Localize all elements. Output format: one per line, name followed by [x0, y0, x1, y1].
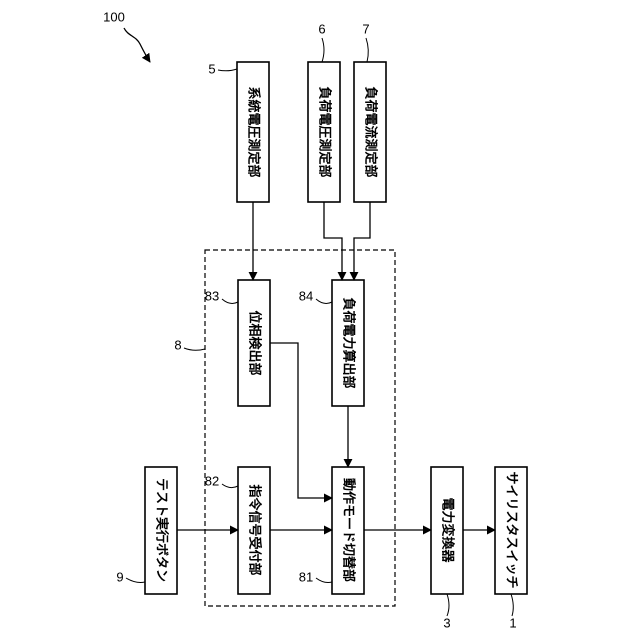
phase-detect-label: 位相検出部 — [247, 310, 263, 375]
ref-8-leader — [184, 348, 205, 350]
ref-82: 82 — [205, 473, 219, 488]
thyristor-label: サイリスタスイッチ — [504, 471, 519, 588]
thyristor-block: サイリスタスイッチ 1 — [495, 467, 527, 630]
ref-100: 100 — [103, 9, 125, 24]
system-voltage-label: 系統電圧測定部 — [246, 86, 262, 177]
wire-6-to-84 — [324, 202, 342, 280]
load-voltage-block: 負荷電圧測定部 6 — [308, 21, 340, 202]
converter-block: 電力変換器 3 — [431, 467, 463, 630]
test-button-label: テスト実行ボタン — [154, 478, 170, 582]
load-power-label: 負荷電力算出部 — [341, 297, 357, 388]
system-voltage-block: 系統電圧測定部 5 — [208, 61, 269, 202]
ref-83: 83 — [205, 288, 219, 303]
load-current-block: 負荷電流測定部 7 — [354, 21, 386, 202]
ref-9: 9 — [116, 569, 123, 584]
ref-6: 6 — [318, 21, 325, 36]
ref-5: 5 — [208, 61, 215, 76]
ref-7: 7 — [362, 21, 369, 36]
ref-1: 1 — [509, 615, 516, 630]
wire-7-to-84 — [354, 202, 370, 280]
load-voltage-label: 負荷電圧測定部 — [317, 86, 333, 177]
converter-label: 電力変換器 — [440, 497, 456, 563]
mode-switch-label: 動作モード切替部 — [341, 478, 357, 582]
load-current-label: 負荷電流測定部 — [363, 86, 379, 177]
test-button-block: テスト実行ボタン 9 — [116, 467, 177, 594]
phase-detect-block: 位相検出部 83 — [205, 280, 270, 406]
load-power-block: 負荷電力算出部 84 — [299, 280, 364, 406]
ref-81: 81 — [299, 569, 313, 584]
ref-84: 84 — [299, 288, 313, 303]
cmd-receiver-label: 指令信号受付部 — [247, 484, 263, 575]
wire-83-to-81 — [270, 343, 332, 498]
ref-100-arrow — [124, 28, 150, 62]
ref-3: 3 — [443, 615, 450, 630]
ref-8: 8 — [174, 337, 181, 352]
system-reference: 100 — [103, 9, 150, 62]
